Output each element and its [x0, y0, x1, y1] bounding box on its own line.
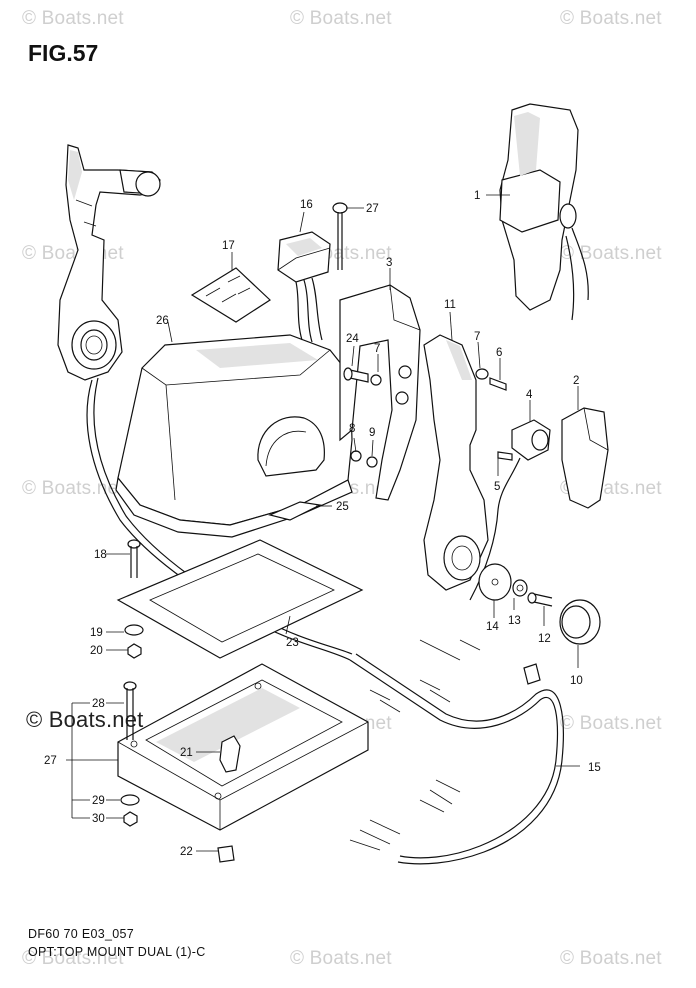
top-mount-cover	[115, 334, 353, 538]
leader-lines	[66, 194, 580, 852]
lever-bracket	[339, 284, 421, 501]
nut	[127, 643, 142, 659]
bolt	[527, 592, 553, 607]
callout-8: 8	[349, 423, 355, 435]
callout-16: 16	[300, 199, 313, 211]
callout-15: 15	[588, 762, 601, 774]
callout-20: 20	[90, 645, 103, 657]
callout-1: 1	[474, 190, 480, 202]
callout-2: 2	[573, 375, 579, 387]
callout-28: 27	[44, 755, 57, 767]
callout-6: 6	[496, 347, 502, 359]
callout-22: 22	[180, 846, 193, 858]
callout-7-right: 7	[474, 331, 480, 343]
watermark: © Boats.net	[22, 478, 124, 499]
callout-11: 11	[444, 299, 456, 311]
callout-26: 26	[156, 315, 169, 327]
callout-12: 12	[538, 633, 551, 645]
friction-plate	[478, 563, 512, 601]
watermark: © Boats.net	[22, 8, 124, 29]
figure-caption: OPT:TOP MOUNT DUAL (1)-C	[28, 945, 206, 959]
switch	[277, 231, 331, 343]
washer-30	[120, 794, 140, 806]
watermark: © Boats.net	[290, 8, 392, 29]
callout-21: 21	[180, 747, 193, 759]
callout-31: 30	[92, 813, 105, 825]
base-box	[117, 663, 369, 831]
callout-13: 13	[508, 615, 521, 627]
screw-29	[123, 681, 137, 740]
gasket	[116, 539, 364, 659]
washer-screw-right	[475, 368, 507, 391]
right-lever-arm	[423, 334, 489, 591]
callout-7-left: 7	[374, 343, 380, 355]
callout-19: 19	[90, 627, 103, 639]
callout-4: 4	[526, 389, 533, 401]
callout-3: 3	[386, 257, 392, 269]
callout-18: 18	[94, 549, 107, 561]
cover-cap	[559, 599, 601, 645]
watermark: © Boats.net	[560, 243, 662, 264]
mounting-plate	[190, 267, 271, 323]
callout-labels: 1 2 3 4 5 6 7 7 8 9 10 11 12 13 14 15 16…	[44, 190, 601, 858]
callout-10: 10	[570, 675, 583, 687]
callout-30: 29	[92, 795, 105, 807]
screw	[332, 202, 348, 270]
figure-code: DF60 70 E03_057	[28, 927, 134, 941]
wire-harness	[349, 639, 564, 865]
figure-title: FIG.57	[28, 40, 99, 66]
complete-remote-control-assembly	[499, 103, 589, 321]
callout-5: 5	[494, 481, 500, 493]
callout-27: 27	[366, 203, 379, 215]
watermark: © Boats.net	[560, 948, 662, 969]
watermark: © Boats.net	[290, 948, 392, 969]
washer-small	[124, 624, 144, 636]
nut-31	[123, 811, 138, 827]
long-screw	[127, 539, 141, 578]
callout-29: 28	[92, 698, 105, 710]
clip-21	[219, 735, 241, 773]
callout-17: 17	[222, 240, 235, 252]
callout-23: 23	[286, 637, 299, 649]
left-control-lever	[57, 144, 353, 661]
clip-22	[217, 845, 235, 863]
callout-25: 25	[336, 501, 349, 513]
watermark: © Boats.net	[22, 948, 124, 969]
lever-knob	[561, 407, 609, 509]
callout-14: 14	[486, 621, 499, 633]
watermark: © Boats.net	[560, 8, 662, 29]
callout-24: 24	[346, 333, 359, 345]
screw-set-upper	[343, 367, 382, 386]
watermark: © Boats.net	[560, 713, 662, 734]
callout-9: 9	[369, 427, 375, 439]
watermark-prominent: © Boats.net	[26, 707, 144, 732]
washer	[512, 579, 528, 597]
screw-set-lower	[350, 450, 378, 468]
